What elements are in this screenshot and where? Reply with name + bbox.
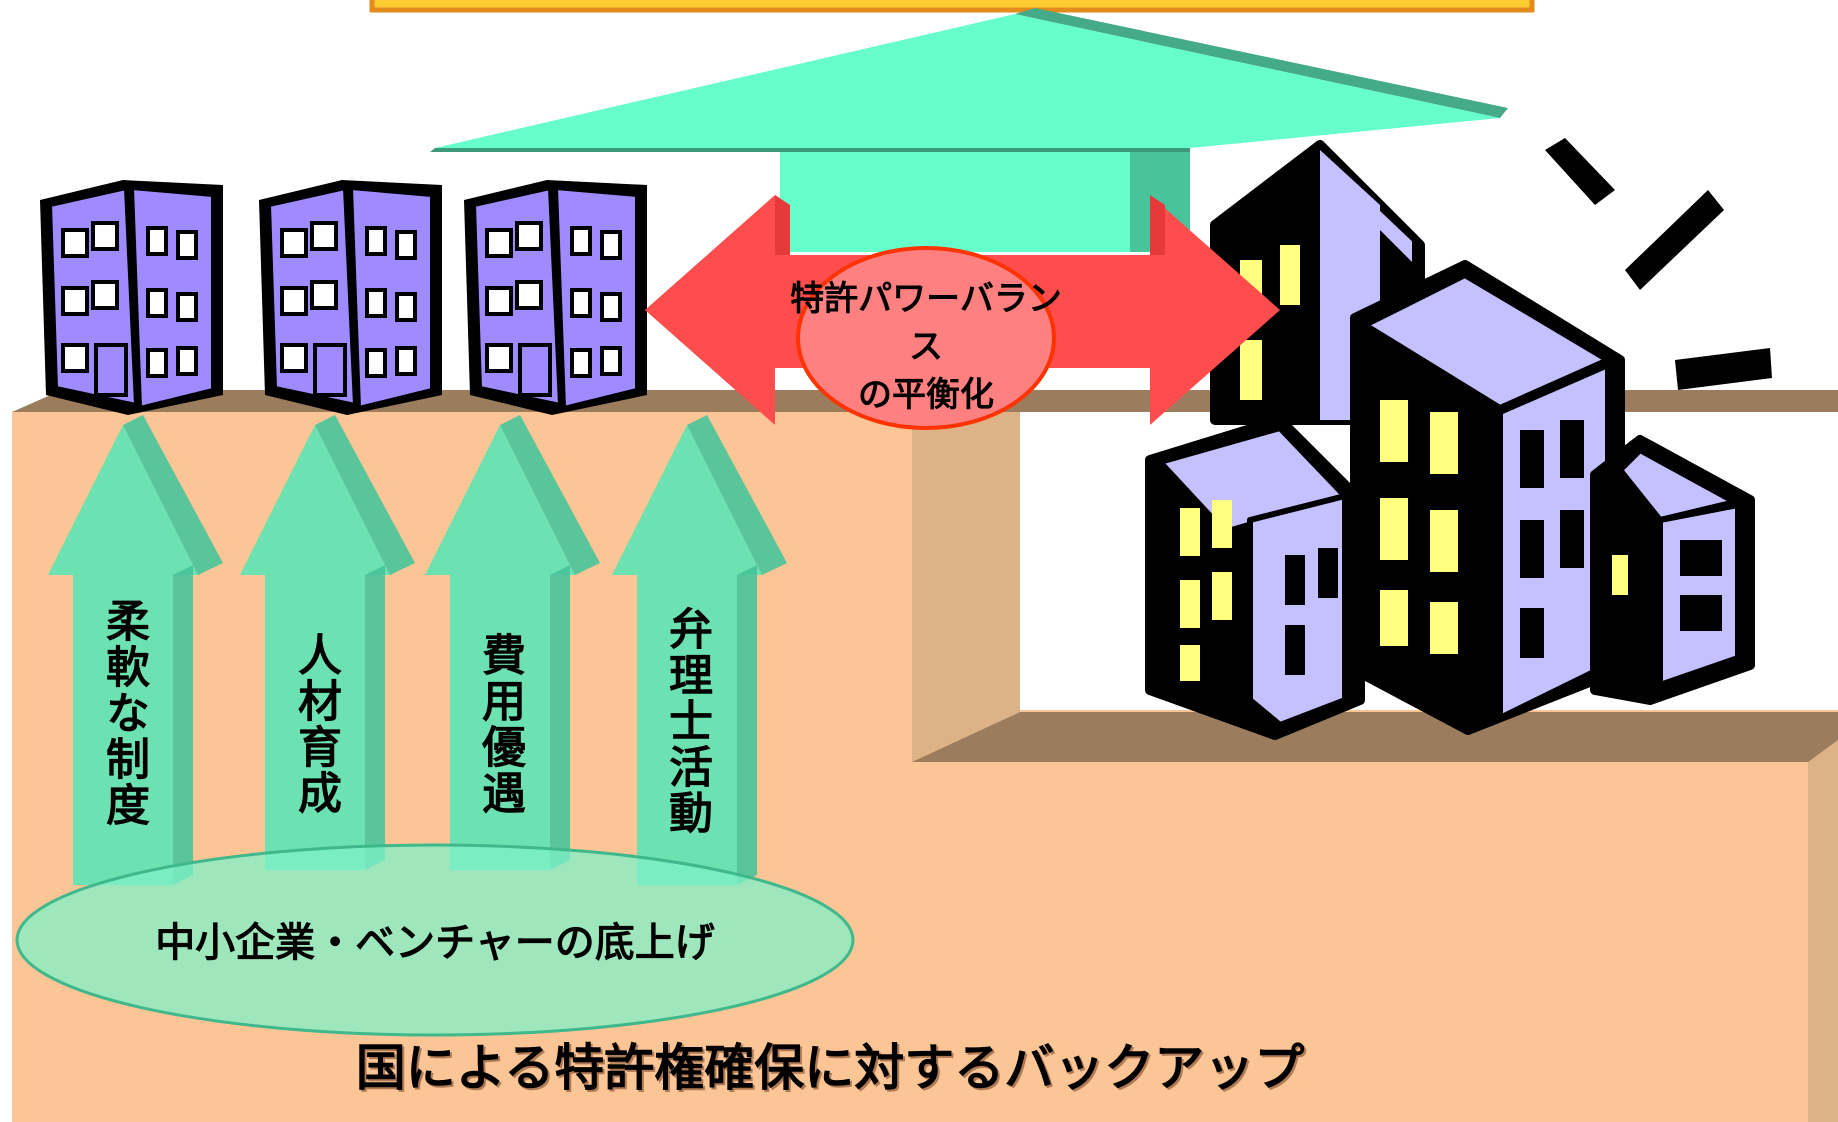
balance-label-line1: 特許パワーバランス (790, 279, 1062, 367)
measure-arrow (240, 415, 415, 870)
top-banner (369, 0, 1535, 13)
measure-label-patent-attorney: 弁理士活動 (661, 606, 712, 836)
small-building (40, 180, 223, 415)
big-up-arrow (430, 8, 1508, 252)
small-building (464, 180, 647, 415)
balance-ellipse (796, 246, 1056, 430)
emphasis-lines (1545, 138, 1772, 390)
sme-ellipse (15, 843, 855, 1037)
balance-label-line2: の平衡化 (858, 375, 994, 415)
measure-arrow (48, 415, 223, 885)
measure-label-cost-preference: 費用優遇 (474, 632, 525, 816)
measure-arrow (425, 415, 600, 870)
measure-label-flexible-system: 柔軟な制度 (98, 598, 149, 828)
balance-label: 特許パワーバランス の平衡化 (790, 275, 1062, 419)
backup-label: 国による特許権確保に対するバックアップ (355, 1039, 1305, 1097)
sme-label: 中小企業・ベンチャーの底上げ (155, 920, 715, 966)
measure-arrow (612, 415, 787, 885)
small-building (259, 180, 442, 415)
measure-label-hr-development: 人材育成 (290, 632, 341, 816)
